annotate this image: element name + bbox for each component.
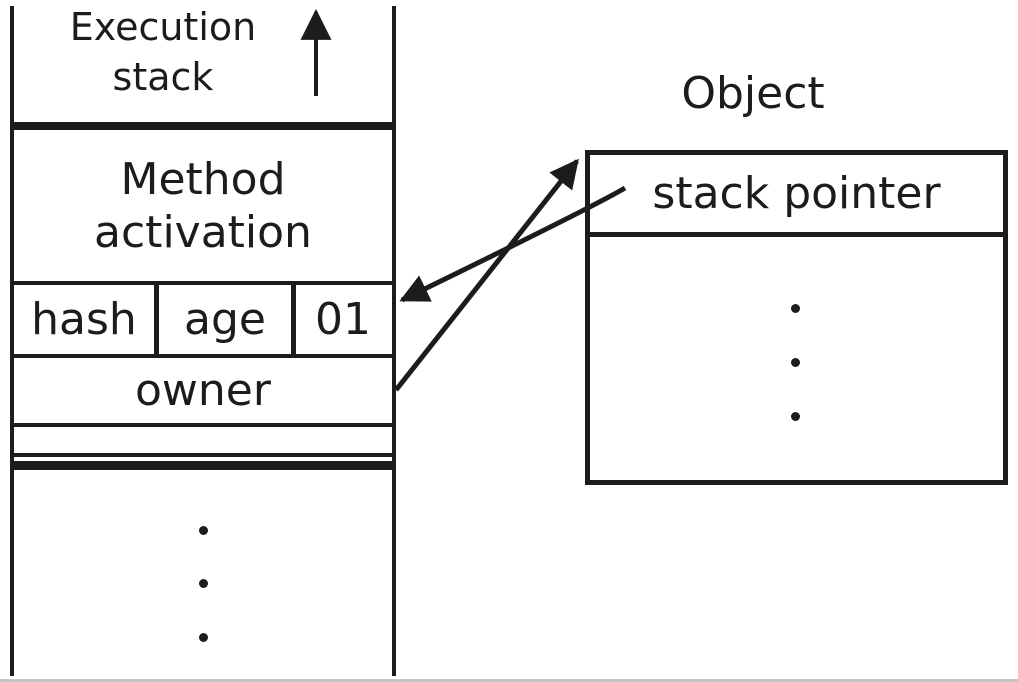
age-lockbits-divider: [291, 281, 296, 358]
empty-slot-border: [10, 453, 396, 457]
method-activation-label: Method activation: [10, 132, 396, 279]
object-title: Object: [681, 68, 825, 119]
execution-stack-title: Execution stack: [10, 2, 316, 102]
lock-record-bottom-border: [10, 354, 396, 358]
execution-stack-title-line1: Execution: [69, 5, 257, 49]
ellipsis-dot: [791, 412, 800, 421]
age-cell: age: [184, 294, 266, 345]
ellipsis-dot: [791, 358, 800, 367]
ellipsis-dot: [199, 633, 208, 642]
stack-left-rail: [10, 6, 14, 676]
lock-bits-cell: 01: [315, 294, 371, 345]
object-box: stack pointer: [585, 150, 1008, 485]
arrow-up-right-icon: [394, 158, 579, 392]
execution-stack-title-line2: stack: [112, 55, 214, 99]
hash-cell: hash: [31, 294, 137, 345]
stack-top-divider: [10, 122, 396, 130]
ellipsis-dot: [791, 304, 800, 313]
lock-record-top-border: [10, 281, 396, 285]
image-bottom-edge: [0, 679, 1018, 682]
owner-bottom-border: [10, 423, 396, 427]
hash-age-divider: [154, 281, 159, 358]
method-activation-line1: Method: [120, 153, 286, 205]
ellipsis-dot: [199, 526, 208, 535]
owner-cell: owner: [135, 365, 271, 416]
stack-pointer-field: stack pointer: [590, 155, 1003, 237]
stack-right-rail: [392, 6, 396, 676]
method-activation-line2: activation: [94, 206, 312, 258]
stack-frame-thick-divider: [10, 461, 396, 470]
ellipsis-dot: [199, 579, 208, 588]
